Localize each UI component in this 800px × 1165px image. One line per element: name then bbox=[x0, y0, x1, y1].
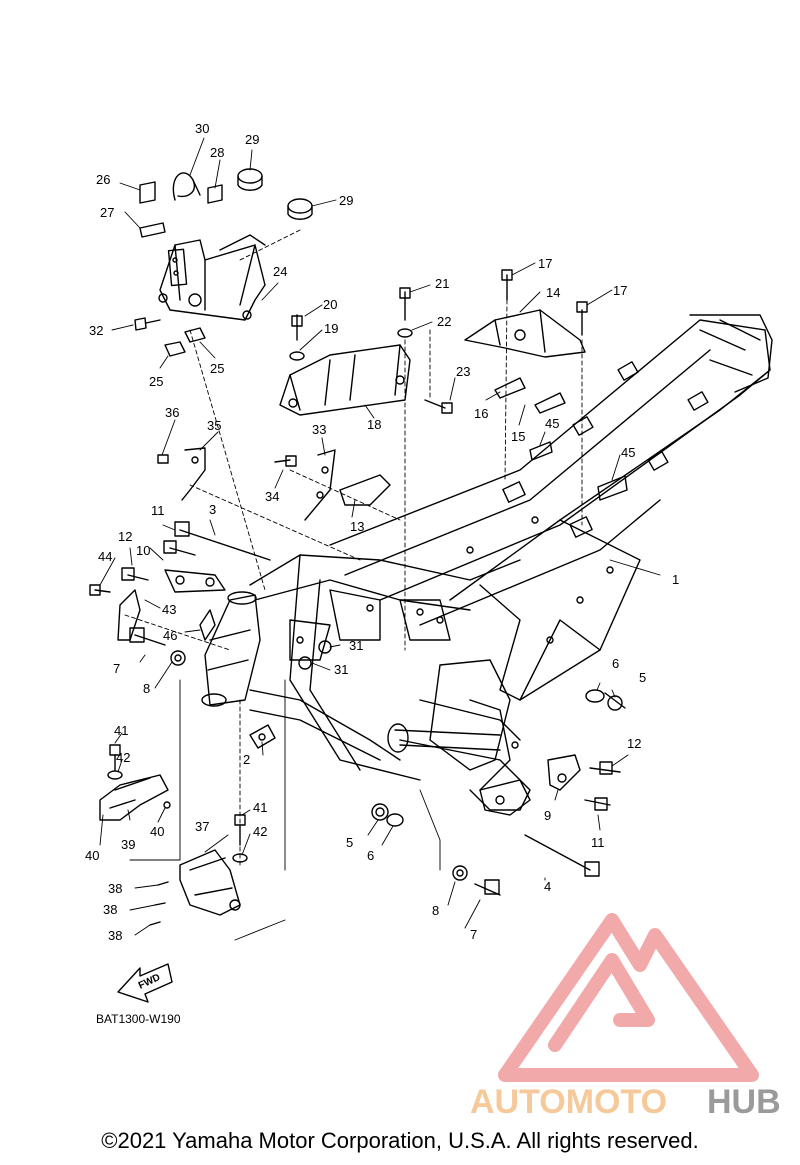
callout-46: 46 bbox=[163, 628, 177, 643]
callout-26: 26 bbox=[96, 172, 110, 187]
callout-8a: 8 bbox=[143, 681, 150, 696]
callout-29b: 29 bbox=[339, 193, 353, 208]
watermark: AUTOMOTO HUB bbox=[470, 1083, 781, 1121]
callout-17b: 17 bbox=[613, 283, 627, 298]
callout-3: 3 bbox=[209, 502, 216, 517]
callout-5b: 5 bbox=[346, 835, 353, 850]
callout-38b: 38 bbox=[103, 902, 117, 917]
leader-lines bbox=[99, 137, 661, 941]
side-brackets bbox=[157, 447, 391, 521]
callout-28: 28 bbox=[210, 145, 224, 160]
callout-6a: 6 bbox=[612, 656, 619, 671]
callout-19: 19 bbox=[324, 321, 338, 336]
callout-39: 39 bbox=[121, 837, 135, 852]
callout-31b: 31 bbox=[334, 662, 348, 677]
callout-30: 30 bbox=[195, 121, 209, 136]
callout-35: 35 bbox=[207, 418, 221, 433]
fwd-arrow-icon bbox=[117, 963, 173, 1003]
callout-25a: 25 bbox=[149, 374, 163, 389]
main-frame bbox=[201, 314, 773, 816]
callout-7a: 7 bbox=[113, 661, 120, 676]
callout-20: 20 bbox=[323, 297, 337, 312]
rear-mount-parts bbox=[371, 689, 626, 896]
callout-31a: 31 bbox=[349, 638, 363, 653]
callout-45a: 45 bbox=[545, 416, 559, 431]
callout-17a: 17 bbox=[538, 256, 552, 271]
callout-29a: 29 bbox=[245, 132, 259, 147]
callout-24: 24 bbox=[273, 264, 287, 279]
callout-23: 23 bbox=[456, 364, 470, 379]
callout-11b: 11 bbox=[591, 835, 605, 850]
callout-16: 16 bbox=[474, 406, 488, 421]
watermark-brand-right: HUB bbox=[707, 1083, 781, 1121]
callout-4: 4 bbox=[544, 879, 551, 894]
callout-9: 9 bbox=[544, 808, 551, 823]
battery-box bbox=[134, 168, 313, 357]
callout-43: 43 bbox=[162, 602, 176, 617]
callout-12a: 12 bbox=[118, 529, 132, 544]
callout-37: 37 bbox=[195, 819, 209, 834]
callout-7b: 7 bbox=[470, 927, 477, 942]
callout-38a: 38 bbox=[108, 881, 122, 896]
callout-33: 33 bbox=[312, 422, 326, 437]
callout-1: 1 bbox=[672, 572, 679, 587]
diagram-code: BAT1300-W190 bbox=[96, 1012, 181, 1026]
callout-36: 36 bbox=[165, 405, 179, 420]
callout-2: 2 bbox=[243, 752, 250, 767]
callout-34: 34 bbox=[265, 489, 279, 504]
callout-42a: 42 bbox=[116, 750, 130, 765]
callout-40b: 40 bbox=[85, 848, 99, 863]
callout-38c: 38 bbox=[108, 928, 122, 943]
callout-25b: 25 bbox=[210, 361, 224, 376]
upper-brackets bbox=[279, 269, 628, 501]
callout-6b: 6 bbox=[367, 848, 374, 863]
callout-42b: 42 bbox=[253, 824, 267, 839]
callout-8b: 8 bbox=[432, 903, 439, 918]
callout-14: 14 bbox=[546, 285, 560, 300]
copyright-notice: ©2021 Yamaha Motor Corporation, U.S.A. A… bbox=[101, 1128, 699, 1153]
callout-44: 44 bbox=[98, 549, 112, 564]
callout-labels: 1 2 3 4 5 5 6 6 7 7 8 8 9 10 11 11 12 12… bbox=[85, 121, 679, 1026]
front-mount-parts bbox=[89, 521, 332, 749]
watermark-logo bbox=[498, 913, 759, 1082]
watermark-brand-left: AUTOMOTO bbox=[470, 1083, 667, 1121]
callout-18: 18 bbox=[367, 417, 381, 432]
callout-15: 15 bbox=[511, 429, 525, 444]
callout-10: 10 bbox=[136, 543, 150, 558]
callout-12b: 12 bbox=[627, 736, 641, 751]
callout-45b: 45 bbox=[621, 445, 635, 460]
callout-41a: 41 bbox=[114, 723, 128, 738]
callout-21: 21 bbox=[435, 276, 449, 291]
callout-22: 22 bbox=[437, 314, 451, 329]
callout-32: 32 bbox=[89, 323, 103, 338]
callout-41b: 41 bbox=[253, 800, 267, 815]
callout-27: 27 bbox=[100, 205, 114, 220]
callout-13: 13 bbox=[350, 519, 364, 534]
callout-11a: 11 bbox=[151, 503, 165, 518]
lower-parts bbox=[99, 744, 248, 926]
callout-5a: 5 bbox=[639, 670, 646, 685]
callout-40a: 40 bbox=[150, 824, 164, 839]
